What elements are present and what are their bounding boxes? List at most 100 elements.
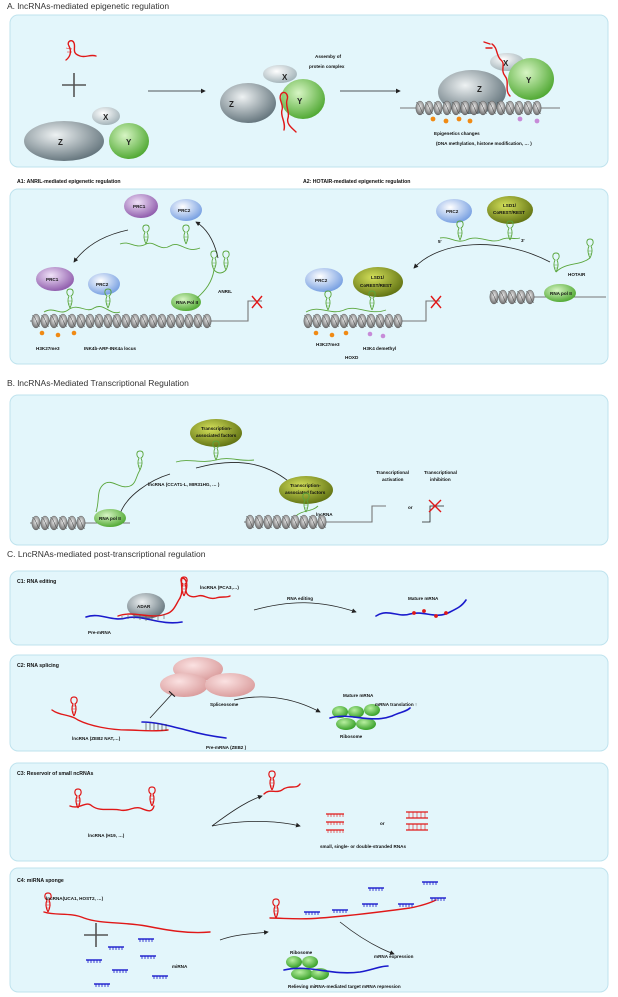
svg-text:Mature mRNA: Mature mRNA [408,596,439,601]
mature-mrna-c2 [329,707,411,720]
panel-c3 [9,762,609,862]
svg-text:inhibition: inhibition [430,477,451,482]
svg-text:associated factors: associated factors [285,490,326,495]
svg-text:lncRNA (ZEB2 NAT,…): lncRNA (ZEB2 NAT,…) [72,736,121,741]
svg-text:X: X [503,59,509,68]
prc1-bottom [36,267,74,291]
svg-text:LSD1/: LSD1/ [503,203,517,208]
panel-c1 [9,570,609,646]
svg-text:X: X [103,113,109,122]
plus-sign-a [62,73,86,97]
svg-text:RNA Pol II: RNA Pol II [176,300,198,305]
chromatin-a [400,100,560,116]
svg-text:PRC1: PRC1 [133,204,146,209]
methyl-marks-a [430,116,540,124]
svg-text:CoREST/REST: CoREST/REST [493,210,525,215]
svg-text:Y: Y [526,76,532,85]
arrow-c4 [219,930,269,941]
svg-text:Transcriptional: Transcriptional [376,470,409,475]
lncrna-b [95,469,141,513]
section-a1-title: A1: ANRIL-mediated epigenetic regulation [17,179,121,185]
complex-x [263,65,297,83]
edited-sites [412,609,448,618]
arrow-c4-down [339,921,395,955]
prc1-top [124,194,158,218]
svg-text:Mature mRNA: Mature mRNA [343,693,374,698]
section-c3-title: C3: Reservoir of small ncRNAs [17,771,94,777]
methyl-marks-a2 [313,330,386,339]
svg-text:HOXD: HOXD [345,355,359,360]
svg-text:H3K27me3: H3K27me3 [316,342,340,347]
taf-top [190,419,242,447]
arrow-b-taf [195,462,295,487]
arrow-anril-up [195,221,219,259]
svg-text:Transcription-: Transcription- [201,426,232,431]
adar-protein [127,593,165,619]
chromatin-a2 [304,295,442,329]
panel-c4 [9,867,609,993]
panel-c2 [9,654,609,752]
section-a-title: A. lncRNAs-mediated epigenetic regulatio… [7,1,169,11]
svg-text:PRC2: PRC2 [178,208,191,213]
premrna-c2 [141,721,227,739]
svg-text:protein complex: protein complex [309,64,345,69]
lncrna-c4 [43,892,211,934]
svg-text:PRC2: PRC2 [96,282,109,287]
panel-b [9,394,609,546]
lncrna-c1 [179,576,231,600]
svg-text:lncRNA (CCAT1-L, MIR31HG, … ): lncRNA (CCAT1-L, MIR31HG, … ) [148,482,220,487]
inhibition-cross [428,499,442,513]
svg-text:lncRNA(UCA1, HOST2, …): lncRNA(UCA1, HOST2, …) [46,896,104,901]
taf-bound [279,476,333,504]
rna-pol-a1 [171,293,201,311]
protein-x [92,107,120,125]
svg-text:lncRNA (PCA3,…): lncRNA (PCA3,…) [200,585,239,590]
target-mrna-c4 [283,965,389,974]
svg-text:Assemby of: Assemby of [315,54,342,59]
svg-text:associated factors: associated factors [196,433,237,438]
svg-text:or: or [380,821,385,826]
plus-sign-c4 [84,923,108,947]
rna-pol-a2 [544,284,576,302]
svg-text:PRC1: PRC1 [46,277,59,282]
svg-text:CoREST/REST: CoREST/REST [360,283,392,288]
svg-text:mRNA translation ↑: mRNA translation ↑ [375,702,417,707]
svg-text:mRNA expression: mRNA expression [374,954,414,959]
svg-text:Y: Y [297,97,303,106]
complex-y [281,79,325,119]
inhibit-spliceosome [149,690,176,719]
arrow-a1-recruit [73,229,129,263]
cleaved-fragment-c3 [263,770,301,795]
svg-text:Epigenetics changes: Epigenetics changes [434,131,480,136]
section-c1-title: C1: RNA editing [17,579,56,585]
prc2-top [170,199,202,221]
svg-text:X: X [282,73,288,82]
svg-text:Y: Y [126,138,132,147]
svg-text:H3K4 demethyl: H3K4 demethyl [363,346,396,351]
svg-text:PRC2: PRC2 [315,278,328,283]
svg-text:(DNA methylation, histone modi: (DNA methylation, histone modification, … [436,141,532,146]
svg-text:Z: Z [58,138,63,147]
lncrna-c2 [51,696,169,732]
premrna-c1 [85,614,183,624]
svg-text:RNA editing: RNA editing [287,596,313,601]
svg-text:5': 5' [438,239,442,244]
svg-text:Pre-mRNA: Pre-mRNA [88,630,112,635]
svg-text:H3K27me3: H3K27me3 [36,346,60,351]
or-b: or [408,505,413,510]
arrow-c1 [253,602,357,614]
svg-text:ANRIL: ANRIL [218,289,232,294]
svg-text:lncRNA (H19, …): lncRNA (H19, …) [88,833,125,838]
mature-mrna-c1 [375,599,467,617]
section-c2-title: C2: RNA splicing [17,663,59,669]
svg-text:LSD1/: LSD1/ [371,275,385,280]
section-c4-title: C4: miRNA sponge [17,878,64,884]
svg-text:Spliceosome: Spliceosome [210,702,239,707]
svg-text:3': 3' [521,238,525,243]
protein-z [24,121,104,161]
lncrna-c3 [69,786,156,812]
arrow-a2-recruit [413,244,551,269]
prc2-a2-top [436,199,472,223]
complex-rna [279,91,297,133]
lsd1-a2-top [487,196,533,224]
